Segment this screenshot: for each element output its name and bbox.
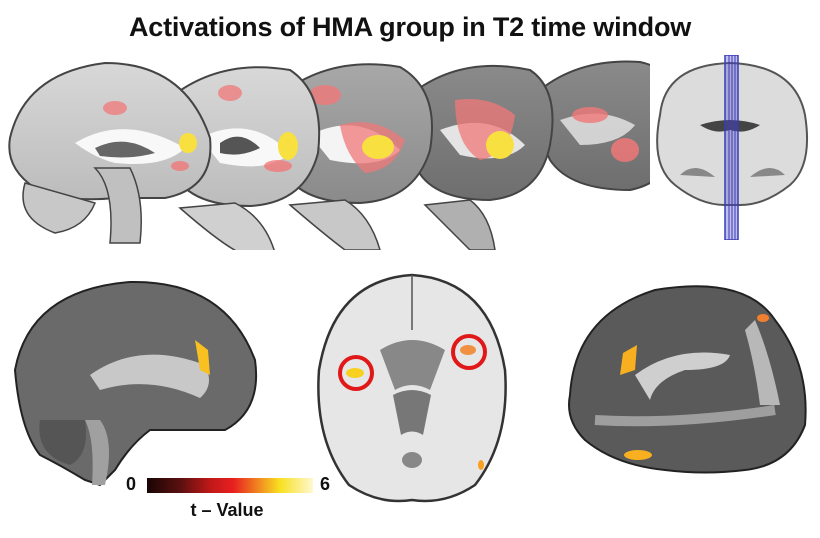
figure-title: Activations of HMA group in T2 time wind… (128, 12, 692, 42)
highlight-circle-right (451, 334, 487, 370)
sagittal-3d-left (0, 270, 280, 490)
colorbar-title: t – Value (190, 500, 264, 520)
axial-slice (305, 270, 520, 510)
sagittal-3d-right (555, 275, 820, 485)
sagittal-slice-3 (274, 63, 433, 250)
colorbar-gradient (147, 478, 313, 493)
sagittal-slice-series (0, 50, 650, 250)
highlight-circle-left (338, 355, 374, 391)
sagittal-slice-4 (405, 64, 554, 250)
colorbar-min-label: 0 (126, 474, 137, 494)
coronal-reference-slice (645, 55, 820, 240)
sagittal-slice-5 (537, 60, 650, 192)
colorbar: 0 6 t – Value (120, 470, 330, 530)
sagittal-slice-2 (164, 66, 321, 250)
colorbar-max-label: 6 (320, 474, 331, 494)
sagittal-slice-1 (8, 61, 212, 244)
slab-indicator (724, 55, 739, 240)
